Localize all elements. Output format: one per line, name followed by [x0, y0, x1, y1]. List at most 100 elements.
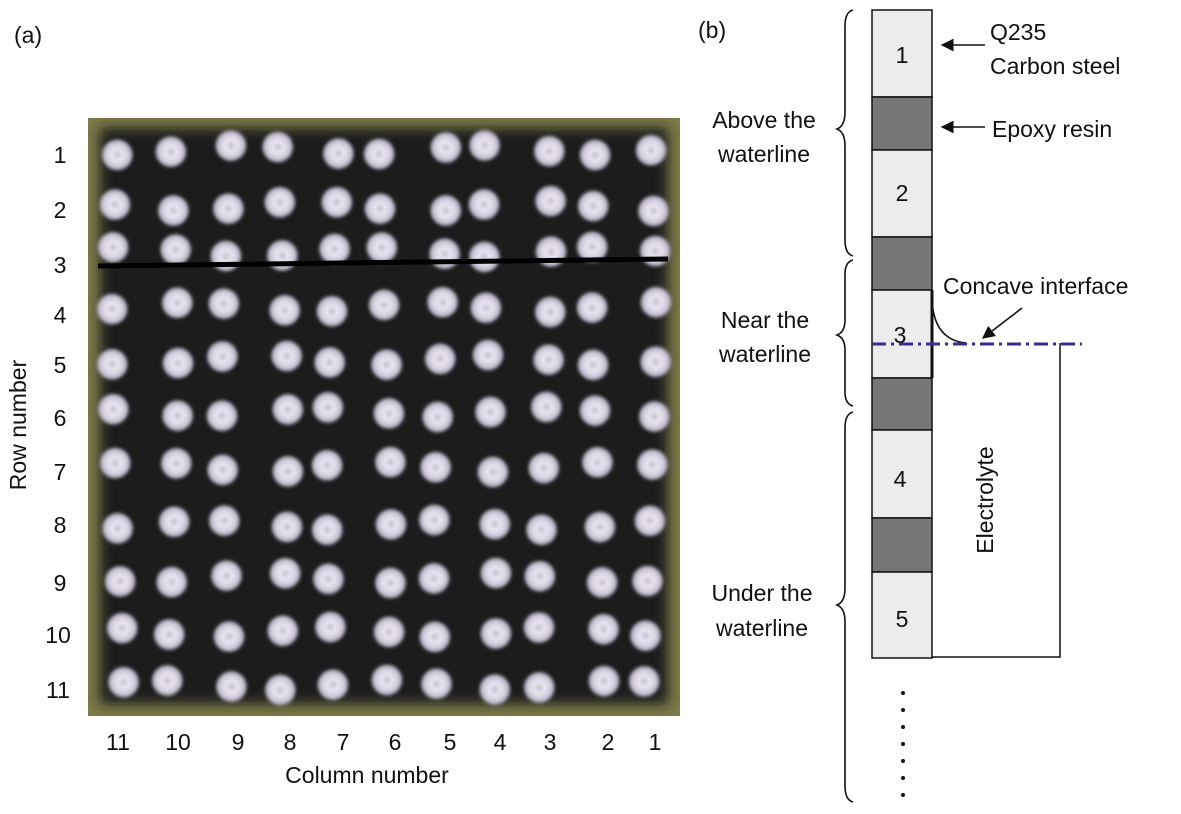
- steel-electrode-5: [871, 571, 933, 659]
- electrode-stack: [871, 9, 933, 659]
- dot: [901, 725, 905, 729]
- electrode-spot: [104, 565, 136, 597]
- electrode-spot: [523, 612, 555, 643]
- dot: [901, 759, 905, 763]
- electrode-spot: [99, 189, 131, 221]
- electrode-spot: [418, 562, 450, 594]
- electrode-spot: [311, 449, 343, 481]
- electrode-spot: [269, 294, 301, 326]
- electrode-spot: [364, 193, 396, 225]
- electrode-spot: [208, 288, 240, 320]
- electrode-spot: [524, 560, 556, 592]
- marked-row-line: [97, 256, 669, 269]
- electrode-spot: [429, 238, 461, 270]
- row-labels: 1 2 3 4 5 6 7 8 9 10 11: [45, 142, 71, 703]
- electrode-spot: [577, 349, 609, 381]
- electrode-spot: [480, 557, 512, 589]
- electrode-spot: [206, 341, 238, 372]
- electrode-spot: [264, 674, 296, 706]
- panel-b-label: (b): [698, 17, 726, 43]
- epoxy-layer: [871, 236, 933, 291]
- electrode-spot: [635, 134, 667, 166]
- electrolyte-label: Electrolyte: [972, 446, 998, 553]
- row-label: 6: [54, 405, 67, 431]
- electrode-spot: [368, 289, 400, 321]
- electrode-spot: [639, 235, 671, 267]
- electrode-spot: [314, 611, 346, 643]
- zone-label: waterline: [717, 141, 810, 167]
- column-label: 6: [389, 729, 402, 755]
- electrode-spot: [108, 666, 140, 698]
- electrode-spot: [419, 621, 451, 653]
- electrode-spot: [161, 287, 193, 319]
- electrode-spot: [312, 391, 344, 423]
- electrode-spot: [317, 669, 349, 701]
- electrode-spot: [271, 511, 303, 543]
- electrode-spot: [430, 132, 462, 163]
- material-label-line2: Carbon steel: [990, 53, 1120, 79]
- electrode-spot: [588, 613, 619, 645]
- electrode-spot: [581, 446, 613, 478]
- electrode-spot: [312, 563, 344, 595]
- brace-near: [834, 259, 854, 407]
- electrode-spot: [215, 130, 247, 162]
- electrode-spot: [371, 664, 403, 696]
- electrode-spot: [638, 401, 670, 433]
- electrode-spot: [479, 674, 511, 706]
- zone-label: Under the: [711, 580, 812, 606]
- electrode-spot: [638, 195, 669, 227]
- electrode-spot: [586, 566, 618, 598]
- electrode-spot: [96, 293, 128, 325]
- electrode-spot: [470, 292, 502, 324]
- electrode-spot: [576, 231, 608, 263]
- column-label: 1: [649, 729, 662, 755]
- epoxy-layer: [871, 517, 933, 573]
- column-labels: 11 10 9 8 7 6 5 4 3 2 1: [106, 729, 661, 755]
- electrode-spot: [640, 346, 672, 378]
- electrode-spot: [371, 349, 403, 381]
- electrode-spot: [533, 135, 565, 167]
- electrode-spot: [469, 129, 501, 161]
- electrode-spot: [577, 190, 609, 222]
- row-label: 2: [54, 197, 67, 223]
- electrode-number: 3: [894, 322, 907, 348]
- electrode-spot: [421, 668, 452, 700]
- electrode-spot: [534, 296, 566, 328]
- interface-arrow: [981, 307, 1023, 339]
- electrode-spot: [375, 567, 406, 599]
- electrode-spot: [157, 195, 189, 226]
- steel-electrode-3: [871, 289, 933, 379]
- epoxy-layer: [871, 96, 933, 151]
- electrode-spot: [523, 672, 555, 703]
- electrode-spot: [271, 340, 303, 372]
- electrode-spot: [373, 397, 405, 429]
- panel-a-label: (a): [14, 22, 42, 48]
- row-label: 3: [54, 252, 67, 278]
- zone-label: waterline: [718, 341, 811, 367]
- electrode-spot: [319, 233, 351, 265]
- electrode-spot: [99, 447, 131, 479]
- electrode-spot: [475, 396, 506, 428]
- electrode-spot: [533, 344, 565, 376]
- electrode-spot: [97, 231, 129, 263]
- interface-label: Concave interface: [943, 273, 1128, 299]
- electrode-spot: [208, 505, 240, 537]
- electrode-spot: [162, 347, 194, 379]
- electrode-spot: [480, 618, 512, 649]
- electrode-spot: [212, 193, 244, 225]
- electrode-spot: [316, 295, 348, 327]
- electrode-spot: [153, 619, 185, 650]
- electrode-spot: [530, 391, 562, 423]
- dot: [901, 742, 905, 746]
- electrode-spot: [526, 514, 557, 546]
- column-label: 2: [602, 729, 615, 755]
- column-label: 7: [337, 729, 350, 755]
- steel-electrode-1: [871, 9, 933, 98]
- electrode-spot: [211, 560, 242, 592]
- column-axis-title: Column number: [285, 762, 449, 788]
- electrode-spot: [106, 612, 138, 644]
- material-label-line1: Q235: [990, 19, 1046, 45]
- column-label: 3: [544, 729, 557, 755]
- electrode-spot: [213, 621, 245, 653]
- electrode-spot: [418, 504, 450, 536]
